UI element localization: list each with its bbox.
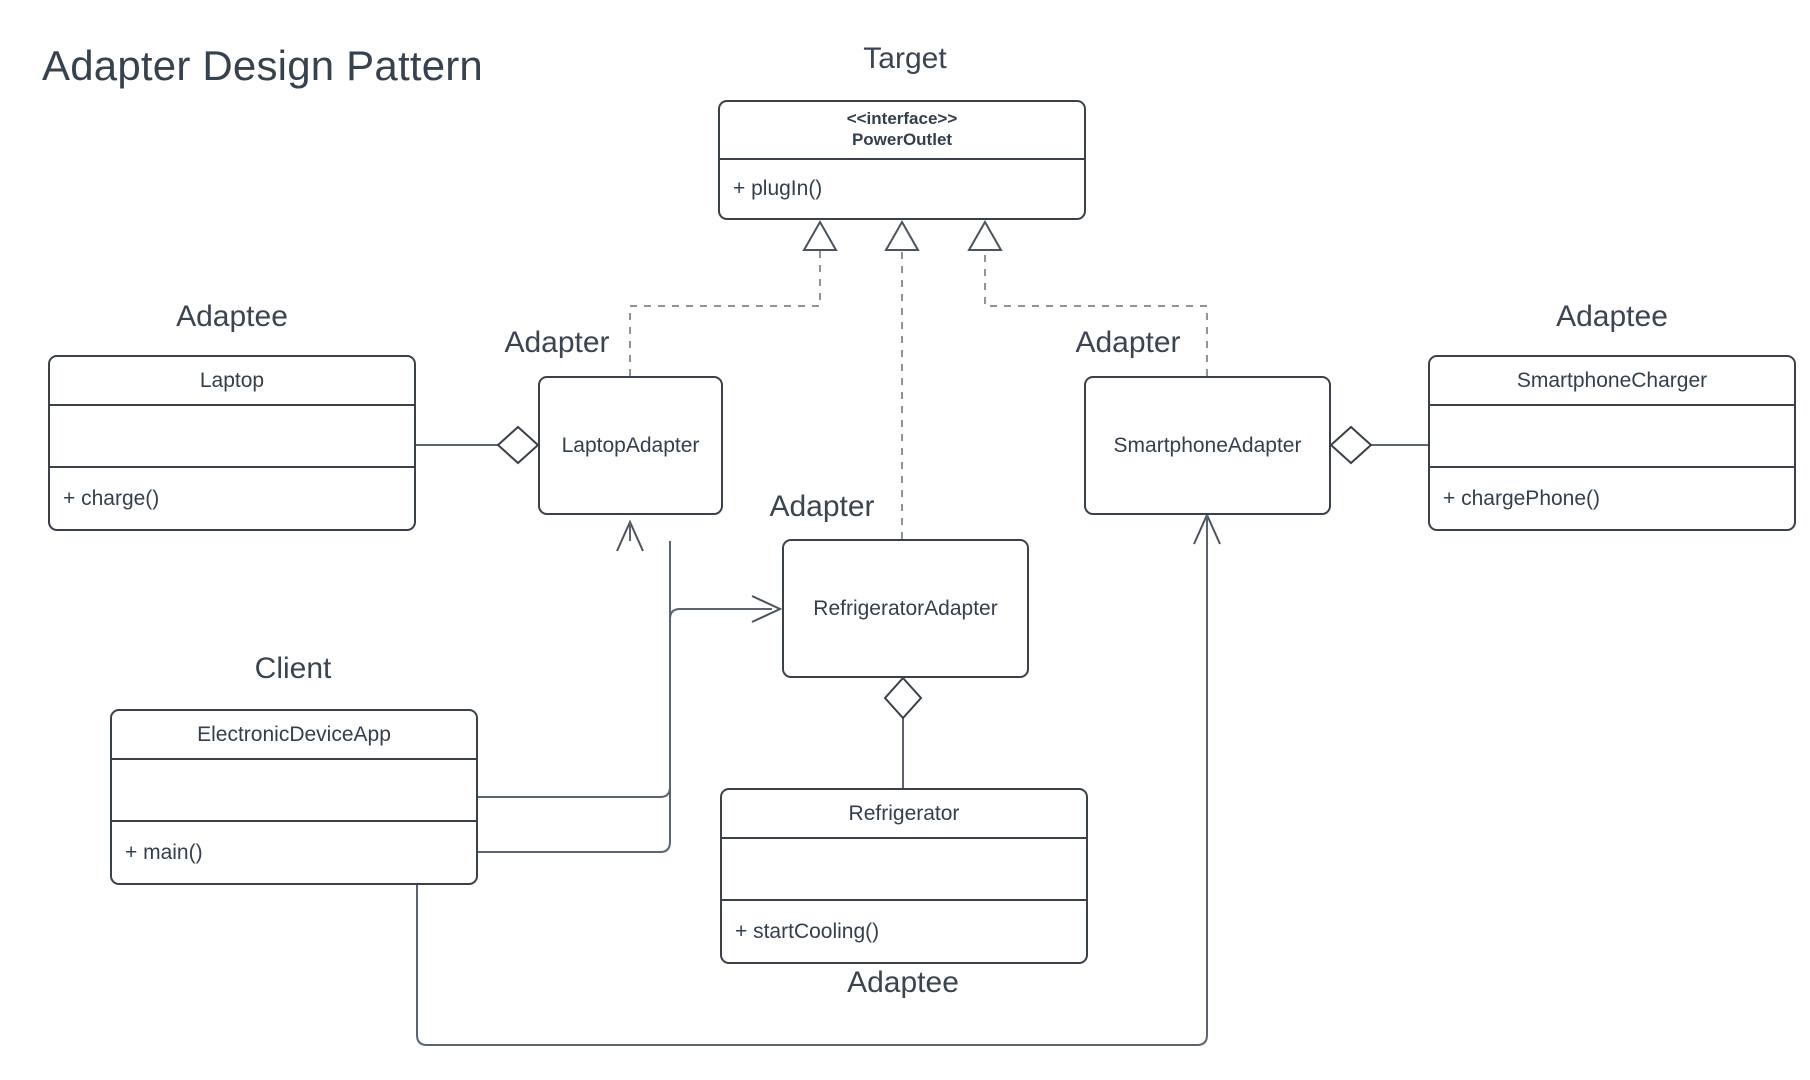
class-name-compartment: <<interface>> PowerOutlet xyxy=(720,102,1084,160)
hollow-diamond-arrowhead xyxy=(883,676,923,720)
hollow-diamond-arrowhead xyxy=(496,425,540,465)
adapter-refrigerator-label: Adapter xyxy=(769,490,875,523)
edge-client-uses-laptop-adapter xyxy=(478,519,671,853)
edge-smartphone-adapter-realizes-power-outlet xyxy=(967,219,1208,376)
method-compartment: + startCooling() xyxy=(735,919,880,943)
class-name-compartment: Refrigerator xyxy=(722,790,1086,839)
class-name-compartment: ElectronicDeviceApp xyxy=(112,711,476,760)
class-box-laptop-adapter[interactable]: LaptopAdapter xyxy=(538,376,723,515)
hollow-triangle-arrowhead xyxy=(802,219,838,251)
class-box-refrigerator[interactable]: Refrigerator + startCooling() xyxy=(720,788,1088,964)
method-compartment: + main() xyxy=(125,840,203,864)
class-box-smartphone-adapter[interactable]: SmartphoneAdapter xyxy=(1084,376,1331,515)
method-compartment: + plugIn() xyxy=(733,177,823,200)
class-name-label: LaptopAdapter xyxy=(561,433,700,457)
class-name-label: SmartphoneAdapter xyxy=(1113,433,1302,457)
adaptee-charger-label: Adaptee xyxy=(1556,300,1668,333)
edge-refrigerator-adapter-aggregates-refrigerator xyxy=(883,676,923,788)
method-compartment: + chargePhone() xyxy=(1443,486,1601,510)
edge-client-uses-smartphone-adapter xyxy=(416,512,1221,1046)
adaptee-refrigerator-label: Adaptee xyxy=(847,966,959,999)
stereotype-label: <<interface>> xyxy=(846,109,958,129)
class-name-label: PowerOutlet xyxy=(851,130,953,149)
edge-client-uses-refrigerator-adapter xyxy=(478,595,783,798)
edge-refrigerator-adapter-realizes-power-outlet xyxy=(884,219,920,539)
class-box-electronic-device-app[interactable]: ElectronicDeviceApp + main() xyxy=(110,709,478,885)
class-box-laptop[interactable]: Laptop + charge() xyxy=(48,355,416,531)
attributes-compartment xyxy=(1430,406,1794,468)
open-arrowhead xyxy=(751,595,783,623)
class-box-power-outlet[interactable]: <<interface>> PowerOutlet + plugIn() xyxy=(718,100,1086,220)
class-box-refrigerator-adapter[interactable]: RefrigeratorAdapter xyxy=(782,539,1029,678)
target-label: Target xyxy=(863,42,947,75)
class-name-compartment: Laptop xyxy=(50,357,414,406)
edge-smartphone-adapter-aggregates-charger xyxy=(1329,425,1428,465)
attributes-compartment xyxy=(50,406,414,468)
client-label: Client xyxy=(254,652,332,685)
hollow-diamond-arrowhead xyxy=(1329,425,1373,465)
edge-laptop-adapter-aggregates-laptop xyxy=(416,425,540,465)
adapter-smartphone-label: Adapter xyxy=(1075,326,1181,359)
adapter-laptop-label: Adapter xyxy=(504,326,610,359)
hollow-triangle-arrowhead xyxy=(884,219,920,251)
attributes-compartment xyxy=(112,760,476,822)
attributes-compartment xyxy=(722,839,1086,901)
edge-laptop-adapter-realizes-power-outlet xyxy=(629,219,838,376)
class-name-compartment: SmartphoneCharger xyxy=(1430,357,1794,406)
page-title: Adapter Design Pattern xyxy=(42,42,483,89)
adaptee-laptop-label: Adaptee xyxy=(176,300,288,333)
method-compartment: + charge() xyxy=(63,486,160,510)
hollow-triangle-arrowhead xyxy=(967,219,1003,251)
class-name-label: RefrigeratorAdapter xyxy=(813,596,998,620)
class-box-smartphone-charger[interactable]: SmartphoneCharger + chargePhone() xyxy=(1428,355,1796,531)
